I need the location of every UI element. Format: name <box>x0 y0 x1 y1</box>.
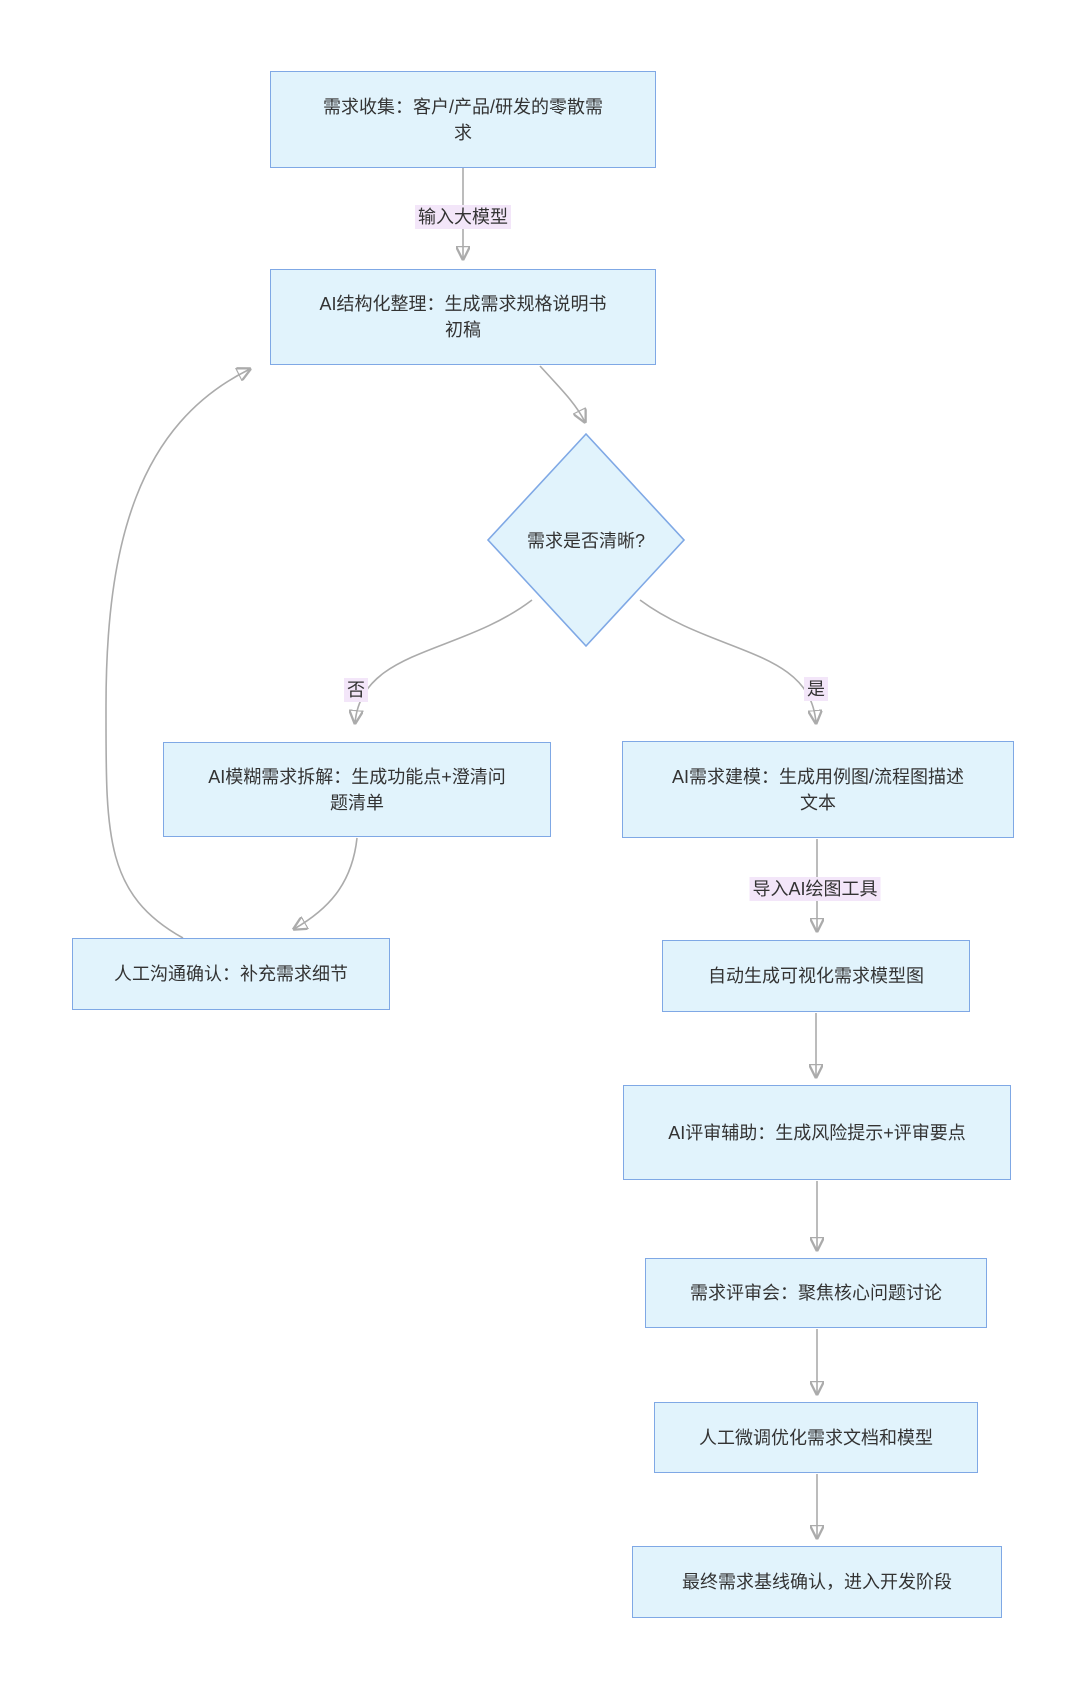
node-review-meeting: 需求评审会：聚焦核心问题讨论 <box>645 1258 987 1328</box>
node-collect-line2: 求 <box>454 122 472 143</box>
node-structure-line1: AI结构化整理：生成需求规格说明书 <box>319 294 607 314</box>
node-review-meeting-line1: 需求评审会：聚焦核心问题讨论 <box>690 1283 942 1303</box>
edge-decompose-to-confirm <box>294 837 358 929</box>
node-decompose-line2: 题清单 <box>330 792 384 813</box>
node-baseline: 最终需求基线确认，进入开发阶段 <box>632 1546 1002 1618</box>
node-decision-label: 需求是否清晰? <box>526 531 645 551</box>
node-review-assist: AI评审辅助：生成风险提示+评审要点 <box>623 1085 1011 1180</box>
node-modeling: AI需求建模：生成用例图/流程图描述 文本 <box>622 741 1014 838</box>
node-collect: 需求收集：客户/产品/研发的零散需 求 <box>270 71 656 168</box>
node-review-assist-line1: AI评审辅助：生成风险提示+评审要点 <box>668 1122 966 1143</box>
edge-label-yes: 是 <box>804 677 828 701</box>
node-structure: AI结构化整理：生成需求规格说明书 初稿 <box>270 269 656 365</box>
node-visualize-line1: 自动生成可视化需求模型图 <box>708 966 924 986</box>
edge-label-to-drawing-tool: 导入AI绘图工具 <box>749 877 881 901</box>
node-modeling-line2: 文本 <box>800 792 836 813</box>
node-visualize: 自动生成可视化需求模型图 <box>662 940 970 1012</box>
node-decompose-line1: AI模糊需求拆解：生成功能点+澄清问 <box>208 766 506 787</box>
node-collect-line1: 需求收集：客户/产品/研发的零散需 <box>322 96 603 117</box>
node-finetune-line1: 人工微调优化需求文档和模型 <box>699 1427 933 1448</box>
edge-confirm-loop-to-structure <box>105 369 250 939</box>
node-confirm: 人工沟通确认：补充需求细节 <box>72 938 390 1010</box>
edge-label-no: 否 <box>344 678 368 702</box>
decision-diamond-shape <box>486 432 686 648</box>
node-decompose: AI模糊需求拆解：生成功能点+澄清问 题清单 <box>163 742 551 837</box>
edge-structure-to-decision <box>539 365 585 422</box>
edge-label-to-llm: 输入大模型 <box>415 205 511 229</box>
node-modeling-line1: AI需求建模：生成用例图/流程图描述 <box>671 766 964 787</box>
node-confirm-line1: 人工沟通确认：补充需求细节 <box>114 964 348 984</box>
node-decision: 需求是否清晰? <box>486 432 686 648</box>
node-baseline-line1: 最终需求基线确认，进入开发阶段 <box>682 1572 952 1592</box>
node-finetune: 人工微调优化需求文档和模型 <box>654 1402 978 1473</box>
node-structure-line2: 初稿 <box>445 320 481 340</box>
